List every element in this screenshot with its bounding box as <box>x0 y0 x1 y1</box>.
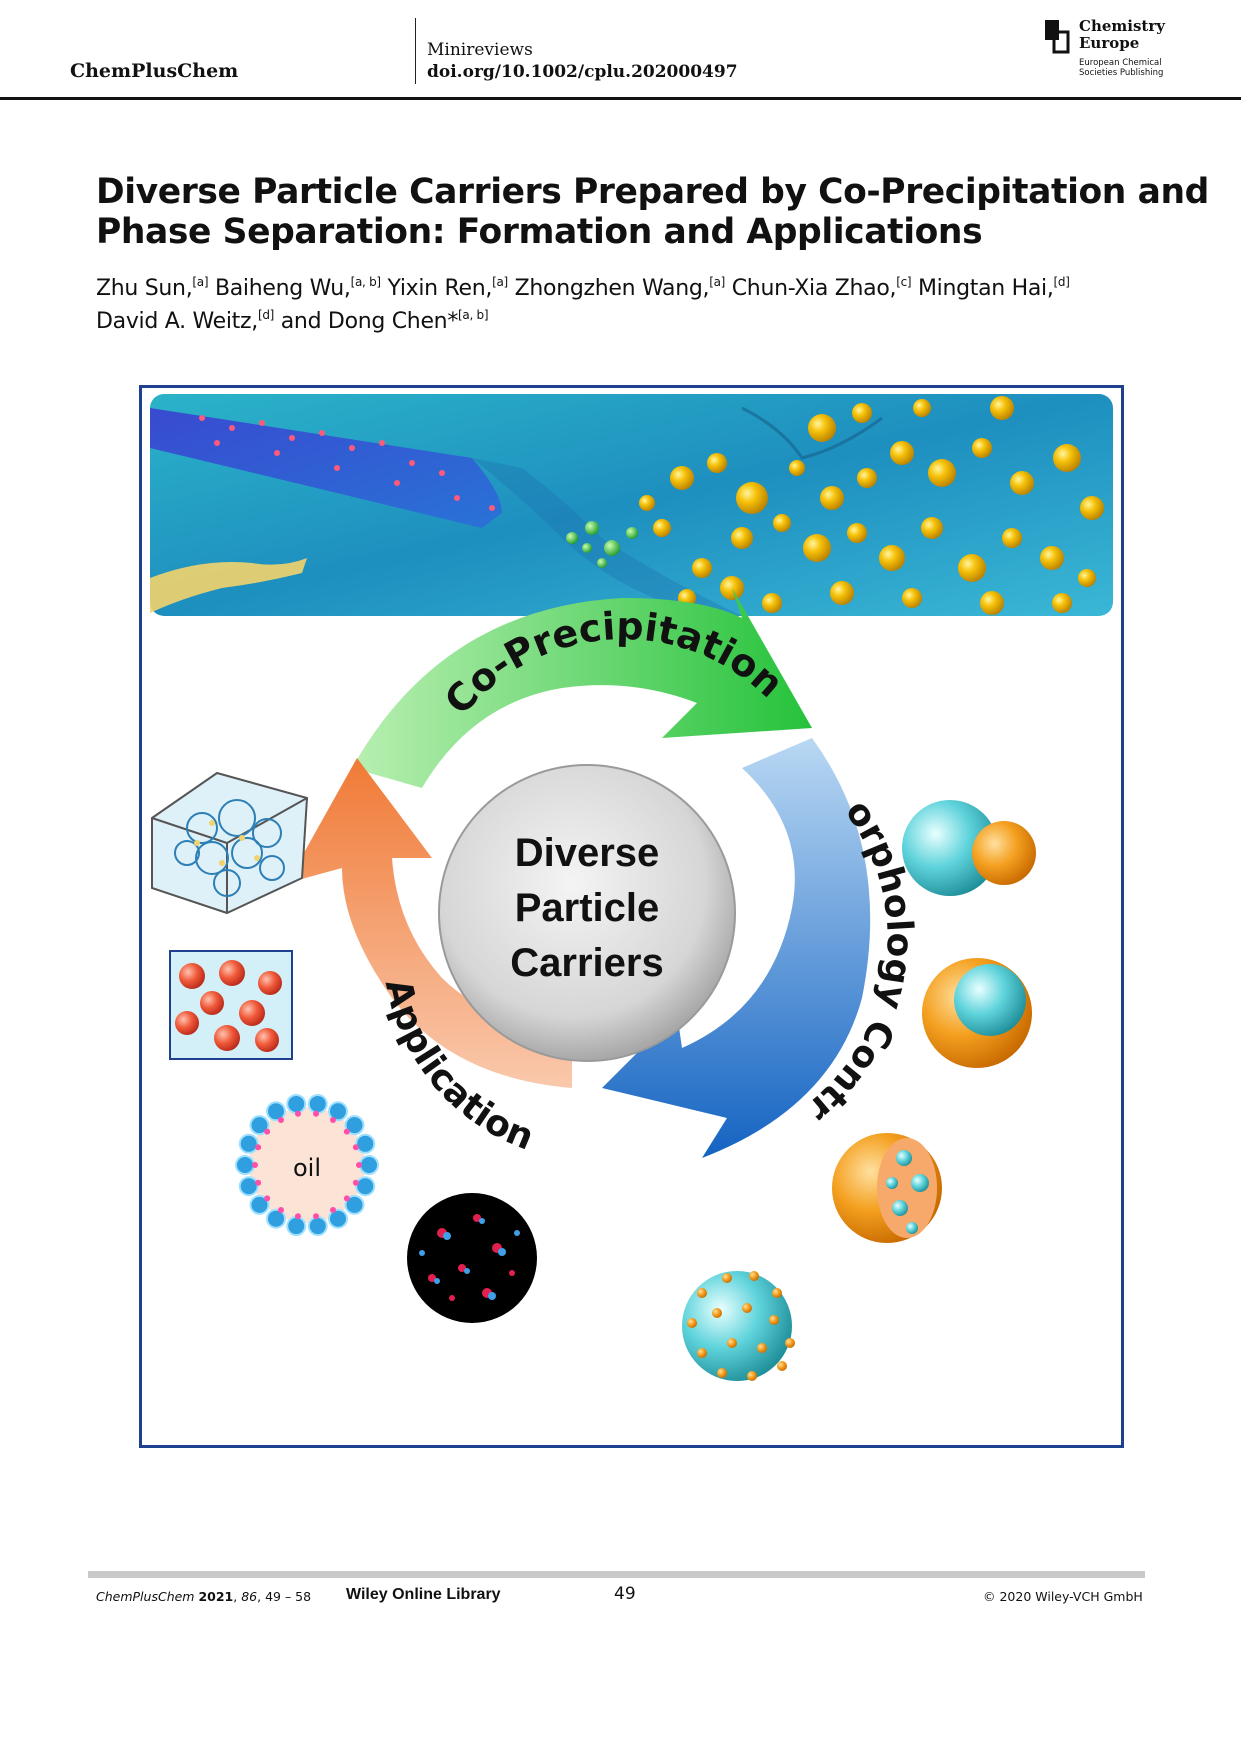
pickering-emulsion: oil <box>235 1093 379 1237</box>
core-shell-particle <box>922 958 1032 1068</box>
logo-line1: Chemistry <box>1079 17 1165 35</box>
emulsion-bead <box>359 1155 379 1175</box>
author: Chun-Xia Zhao,[c] <box>731 275 912 301</box>
author: Mingtan Hai,[d] <box>917 275 1070 301</box>
emulsion-bead <box>344 1115 365 1136</box>
emulsion-bead <box>249 1194 270 1215</box>
emulsion-bead <box>249 1115 270 1136</box>
emulsion-dot <box>294 1213 301 1220</box>
center-circle: Diverse Particle Carriers <box>438 764 736 1062</box>
copyright: © 2020 Wiley-VCH GmbH <box>983 1589 1143 1604</box>
logo-line2: Europe <box>1079 34 1140 52</box>
emulsion-bead <box>355 1176 376 1197</box>
center-line-1: Diverse <box>515 831 660 875</box>
header-separator <box>415 18 416 84</box>
emulsion-bead <box>238 1133 259 1154</box>
emulsion-bead <box>238 1176 259 1197</box>
green-particles <box>566 521 638 568</box>
red-dots <box>199 415 495 511</box>
logo-sub1: European Chemical <box>1079 58 1162 68</box>
emulsion-dot <box>330 1116 336 1123</box>
chemistry-europe-logo: Chemistry Europe European Chemical Socie… <box>1045 18 1175 84</box>
emulsion-dot <box>264 1128 271 1135</box>
fluorescence-image <box>407 1193 537 1323</box>
emulsion-bead <box>328 1101 348 1122</box>
emulsion-bead <box>355 1133 376 1154</box>
label-oil: oil <box>293 1154 321 1182</box>
encapsulation-box <box>169 950 293 1060</box>
application-arrow <box>287 758 572 1148</box>
emulsion-bead <box>286 1093 307 1114</box>
page-number: 49 <box>614 1584 636 1604</box>
author: and Dong Chen*[a, b] <box>280 308 489 334</box>
morphology-control-arrow <box>602 738 871 1158</box>
logo-sub2: Societies Publishing <box>1079 68 1164 78</box>
emulsion-dot <box>278 1116 284 1123</box>
emulsion-bead <box>286 1216 307 1237</box>
doi-link[interactable]: doi.org/10.1002/cplu.202000497 <box>427 62 738 82</box>
footer-citation: ChemPlusChem 2021, 86, 49 – 58 <box>96 1589 312 1604</box>
emulsion-dot <box>330 1207 336 1214</box>
author: David A. Weitz,[d] <box>96 308 275 334</box>
hydrogel-cube <box>151 771 309 915</box>
author: Yixin Ren,[a] <box>387 275 508 301</box>
author: Baiheng Wu,[a, b] <box>214 275 381 301</box>
emulsion-dot <box>264 1195 271 1202</box>
title-line-2: Phase Separation: Formation and Applicat… <box>96 212 983 252</box>
emulsion-bead <box>307 1093 328 1114</box>
emulsion-dot <box>343 1128 350 1135</box>
header-rule <box>0 97 1241 100</box>
wiley-online-library-link[interactable]: Wiley Online Library <box>346 1586 501 1603</box>
article-type: Minireviews <box>427 40 533 60</box>
toc-graphic: Co-Precipitation Morphology Control Appl… <box>142 388 1113 1381</box>
microfluidic-banner <box>150 394 1113 616</box>
emulsion-bead <box>266 1208 286 1229</box>
emulsion-dot <box>352 1179 359 1186</box>
emulsion-dot <box>343 1195 350 1202</box>
article-title: Diverse Particle Carriers Prepared by Co… <box>96 172 1209 252</box>
janus-particle <box>902 800 1036 896</box>
decorated-particle <box>682 1271 795 1381</box>
multicore-particle <box>832 1133 942 1243</box>
emulsion-dot <box>294 1110 301 1117</box>
emulsion-dot <box>252 1162 258 1168</box>
emulsion-dot <box>352 1144 359 1151</box>
emulsion-bead <box>307 1216 328 1237</box>
emulsion-dot <box>356 1162 362 1168</box>
title-line-1: Diverse Particle Carriers Prepared by Co… <box>96 172 1209 212</box>
footer-rule <box>88 1571 1145 1578</box>
author-list: Zhu Sun,[a] Baiheng Wu,[a, b] Yixin Ren,… <box>96 272 1176 338</box>
emulsion-dot <box>255 1179 262 1186</box>
center-line-2: Particle <box>515 886 660 930</box>
emulsion-bead <box>235 1155 255 1175</box>
emulsion-bead <box>328 1208 348 1229</box>
toc-figure: Co-Precipitation Morphology Control Appl… <box>139 385 1124 1448</box>
emulsion-dot <box>313 1213 320 1220</box>
author: Zhongzhen Wang,[a] <box>514 275 726 301</box>
emulsion-dot <box>255 1144 262 1151</box>
journal-name: ChemPlusChem <box>70 60 239 82</box>
gold-particles <box>639 396 1104 615</box>
author: Zhu Sun,[a] <box>96 275 209 301</box>
emulsion-bead <box>344 1194 365 1215</box>
center-line-3: Carriers <box>510 941 663 985</box>
emulsion-dot <box>278 1207 284 1214</box>
emulsion-dot <box>313 1110 320 1117</box>
co-precipitation-arrow <box>352 588 812 788</box>
emulsion-bead <box>266 1101 286 1122</box>
chemistry-europe-logo-icon <box>1045 20 1070 54</box>
